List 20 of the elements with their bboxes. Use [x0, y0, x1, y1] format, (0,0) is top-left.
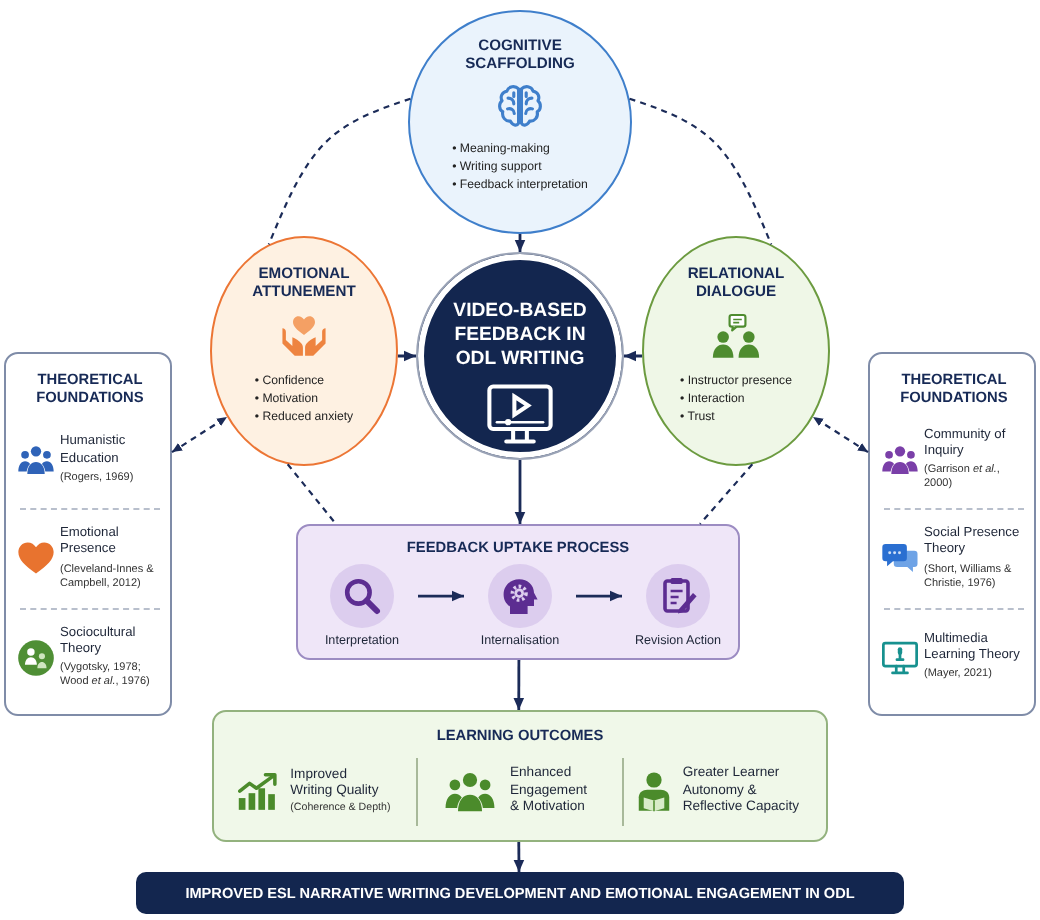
arrow	[514, 460, 526, 524]
dashed-line	[286, 463, 337, 525]
arrow	[513, 660, 525, 710]
arrow	[418, 590, 464, 602]
hub-heading: VIDEO-BASED FEEDBACK IN ODL WRITING	[451, 300, 589, 372]
arrow	[514, 234, 526, 252]
info-panel	[868, 352, 1036, 716]
dashed-arrow	[812, 416, 869, 454]
arrow	[576, 590, 622, 602]
conclusion-banner	[136, 872, 904, 914]
arrow	[513, 842, 525, 872]
arrow	[624, 350, 643, 362]
arrow	[397, 350, 416, 362]
dashed-line	[267, 97, 411, 245]
process-panel	[296, 524, 740, 660]
outcomes-panel	[212, 710, 828, 842]
dashed-arrow	[171, 416, 228, 454]
info-panel	[4, 352, 172, 716]
dashed-line	[699, 463, 754, 525]
dashed-line	[629, 97, 773, 245]
